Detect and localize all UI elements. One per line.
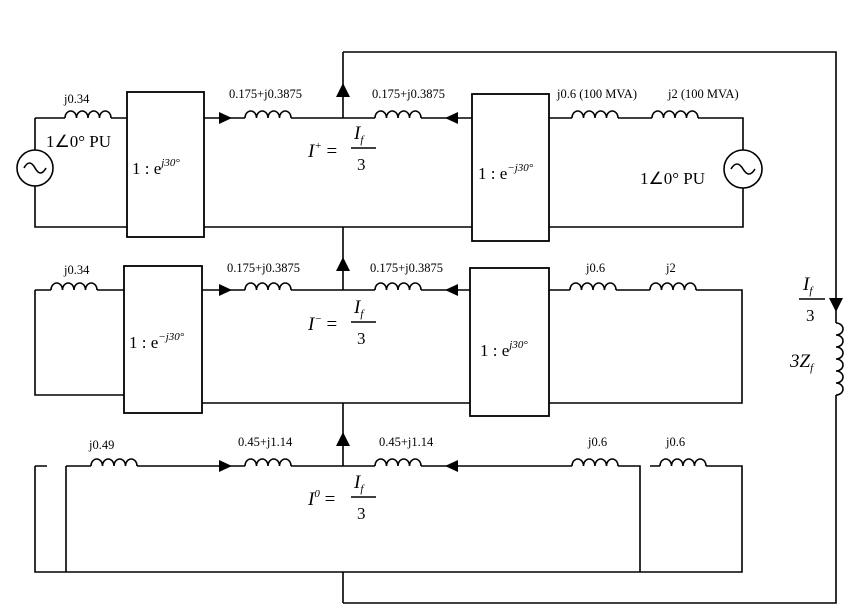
svg-text:I+ =: I+ = [307,140,337,162]
series-connection: If 3 3Zf [336,51,844,604]
positive-sequence-network: 1 : ej30° 1 : e−j30° j0.34 1∠0° PU 0.175… [16,87,763,242]
pos-current-label: I+ = If 3 [307,123,376,174]
zero-line-right-label: 0.45+j1.14 [379,435,434,449]
zero-sequence-network: j0.49 0.45+j1.14 0.45+j1.14 j0.6 j0.6 I0… [34,435,743,573]
zero-arrow-right [445,460,458,472]
svg-text:3: 3 [357,504,366,523]
pos-line-right-label: 0.175+j0.3875 [372,87,445,101]
zero-inductor-right-1 [571,458,619,467]
pos-inductor-left [64,110,112,119]
pos-ind-right-1-label: j0.6 (100 MVA) [556,87,637,101]
zero-line-right-coil [374,458,422,467]
zero-current-label: I0 = If 3 [307,472,376,523]
zero-inductor-left [90,458,138,467]
neg-transformer-left [123,265,203,414]
negative-sequence-network: 1 : e−j30° 1 : ej30° j0.34 0.175+j0.3875… [34,261,743,417]
neg-right-wire [549,289,743,404]
neg-transformer-right [469,267,550,417]
neg-line-right-label: 0.175+j0.3875 [370,261,443,275]
pos-inductor-right-2 [651,110,699,119]
svg-text:If: If [353,123,365,146]
pos-generator-left [16,149,54,187]
neg-inductor-right-1 [569,282,617,291]
pos-left-loop-wire [34,117,127,228]
zero-ind-right-1-label: j0.6 [587,435,607,449]
zero-line-left-coil [244,458,292,467]
neg-current-label: I− = If 3 [307,297,376,348]
neg-line-right-coil [374,282,422,291]
pos-arrow-left [219,112,232,124]
pos-transformer-left [126,91,205,238]
pos-transformer-right [471,93,550,242]
pos-ind-right-2-label: j2 (100 MVA) [667,87,739,101]
neg-ind-left-label: j0.34 [63,263,90,277]
pos-transformer-left-label: 1 : ej30° [132,157,180,178]
pos-line-right-coil [374,110,422,119]
zero-left-wire [34,465,245,573]
pos-transformer-right-label: 1 : e−j30° [478,162,534,183]
fault-impedance-label: 3Zf [789,351,815,374]
zero-inductor-right-2 [659,458,707,467]
svg-text:3: 3 [806,306,815,325]
neg-arrow-right [445,284,458,296]
zero-line-left-label: 0.45+j1.14 [238,435,293,449]
pos-arrow-right [445,112,458,124]
fault-impedance-coil [835,322,844,396]
zero-arrow-left [219,460,232,472]
neg-transformer-right-label: 1 : ej30° [480,339,528,360]
pos-inductor-right-1 [571,110,619,119]
pos-ind-left-label: j0.34 [63,92,90,106]
neg-transformer-left-label: 1 : e−j30° [129,331,185,352]
fault-current-arrow [829,298,843,312]
pos-generator-right [723,149,763,189]
neg-line-left-label: 0.175+j0.3875 [227,261,300,275]
svg-text:I− =: I− = [307,313,337,335]
svg-text:If: If [353,472,365,495]
svg-text:3: 3 [357,155,366,174]
zero-right-wire [618,465,743,573]
svg-text:3: 3 [357,329,366,348]
link-arrow-mid [336,257,350,271]
svg-text:If: If [802,274,814,297]
neg-ind-right-2-label: j2 [665,261,676,275]
fault-current-label: If 3 [799,274,825,325]
neg-arrow-left [219,284,232,296]
pos-gen-right-label: 1∠0° PU [640,169,705,188]
zero-ind-left-label: j0.49 [88,438,114,452]
svg-text:If: If [353,297,365,320]
fault-return-wire [343,51,837,604]
neg-inductor-left [50,282,98,291]
neg-ind-right-1-label: j0.6 [585,261,605,275]
neg-left-loop-wire [34,289,124,396]
zero-ind-right-2-label: j0.6 [665,435,685,449]
pos-line-left-label: 0.175+j0.3875 [229,87,302,101]
pos-line-left-coil [244,110,292,119]
pos-gen-left-label: 1∠0° PU [46,132,111,151]
link-arrow-bottom [336,432,350,446]
neg-line-left-coil [244,282,292,291]
pos-right-wire [549,117,744,228]
link-arrow-top [336,83,350,97]
svg-text:I0 =: I0 = [307,488,335,510]
neg-inductor-right-2 [649,282,697,291]
